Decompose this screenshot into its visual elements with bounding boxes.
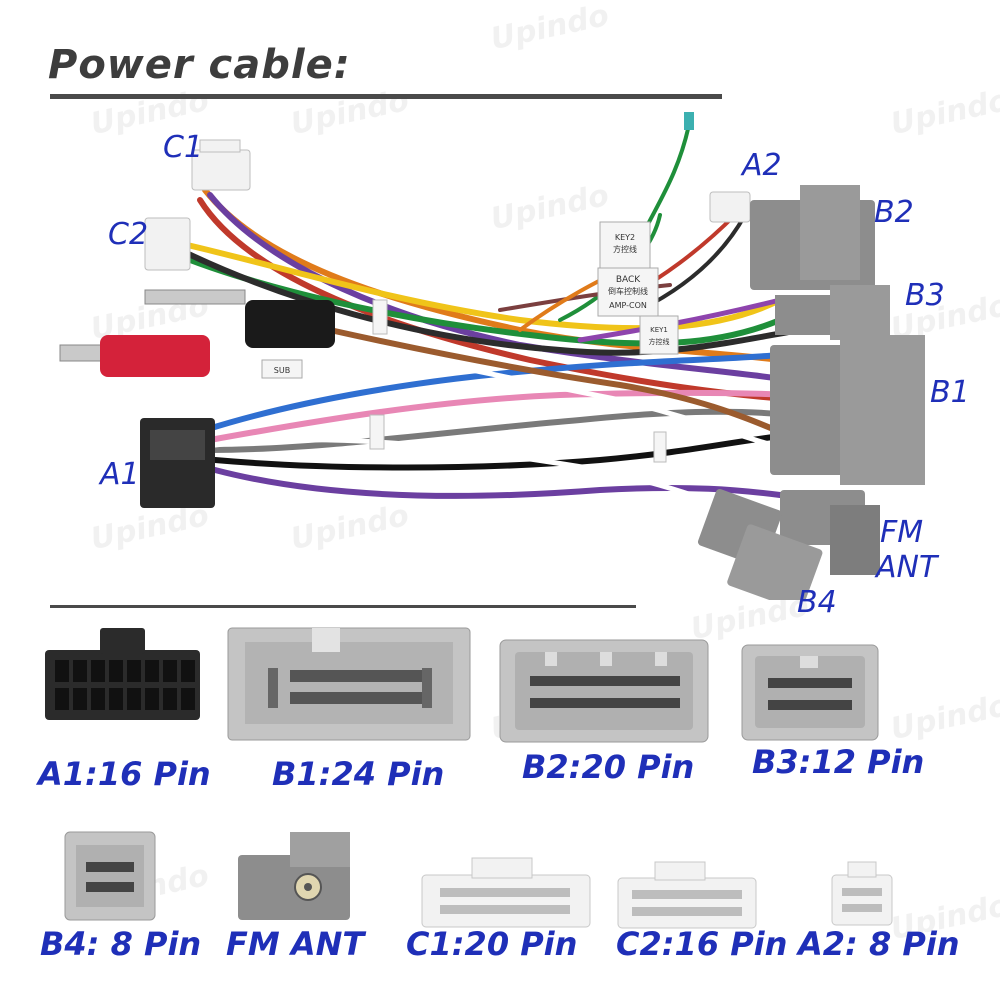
label-a1: A1 — [100, 457, 140, 492]
label-c1: C1 — [163, 130, 204, 165]
label-fm: FM — [880, 515, 924, 550]
label-c2: C2 — [108, 217, 149, 252]
white-20-pin-connector-icon — [421, 857, 591, 928]
fm-antenna-connector-icon — [238, 832, 350, 920]
label-b3: B3 — [905, 278, 945, 313]
back-tag-cn: 倒车控制线 — [608, 286, 648, 296]
label-b2: B2 — [874, 195, 914, 230]
caption-b3: B3:12 Pin — [752, 743, 925, 781]
wire-end-cap — [684, 112, 694, 130]
c1-connector — [191, 139, 251, 191]
caption-a1: A1:16 Pin — [38, 755, 211, 793]
b3-connector — [775, 285, 890, 340]
rca-plug — [59, 335, 210, 377]
a2-connector — [709, 191, 751, 223]
label-a2: A2 — [742, 148, 782, 183]
remote-wire — [643, 119, 692, 231]
harness-illustration: KEY2 方控线 BACK 倒车控制线 AMP-CON KEY1 方控线 SUB — [59, 112, 925, 600]
white-8-pin-connector-icon — [831, 861, 893, 926]
key1-tag-text: KEY1 — [650, 326, 668, 334]
b4-connector — [697, 488, 823, 600]
label-ant: ANT — [876, 550, 938, 585]
wire-bundle — [162, 187, 803, 523]
cable-ties — [369, 299, 667, 463]
c2-connector — [144, 217, 191, 271]
gray-12-pin-connector-icon — [741, 644, 879, 741]
key2-tag-text: KEY2 — [615, 233, 635, 242]
watermark-text: Upindo — [887, 687, 1000, 748]
sub-tag-text: SUB — [274, 366, 290, 375]
page-title: Power cable: — [48, 42, 351, 88]
section-divider — [50, 605, 636, 608]
caption-b4: B4: 8 Pin — [40, 925, 202, 963]
a1-connector — [140, 418, 215, 508]
key1-tag-cn: 方控线 — [649, 337, 670, 346]
back-tag-text: BACK — [616, 275, 641, 285]
fm-ant-connector — [780, 490, 880, 575]
title-underline — [50, 94, 722, 99]
wire-tags — [261, 221, 679, 379]
amp-tag-text: AMP-CON — [609, 301, 647, 310]
label-b4: B4 — [797, 585, 837, 620]
caption-fm-ant: FM ANT — [226, 925, 365, 963]
b1-connector — [770, 335, 925, 485]
caption-c1: C1:20 Pin — [406, 925, 578, 963]
b2-connector — [750, 185, 875, 290]
key2-tag-cn: 方控线 — [613, 244, 637, 254]
caption-b2: B2:20 Pin — [522, 748, 695, 786]
antenna-plug — [144, 289, 335, 348]
label-b1: B1 — [930, 375, 970, 410]
white-16-pin-connector-icon — [617, 861, 757, 929]
black-16-pin-connector-icon — [45, 628, 200, 720]
gray-24-pin-connector-icon — [227, 627, 471, 741]
caption-c2: C2:16 Pin — [616, 925, 788, 963]
watermark-text: Upindo — [487, 687, 612, 748]
caption-b1: B1:24 Pin — [272, 755, 445, 793]
caption-a2: A2: 8 Pin — [798, 925, 960, 963]
watermark-text: Upindo — [87, 857, 212, 918]
